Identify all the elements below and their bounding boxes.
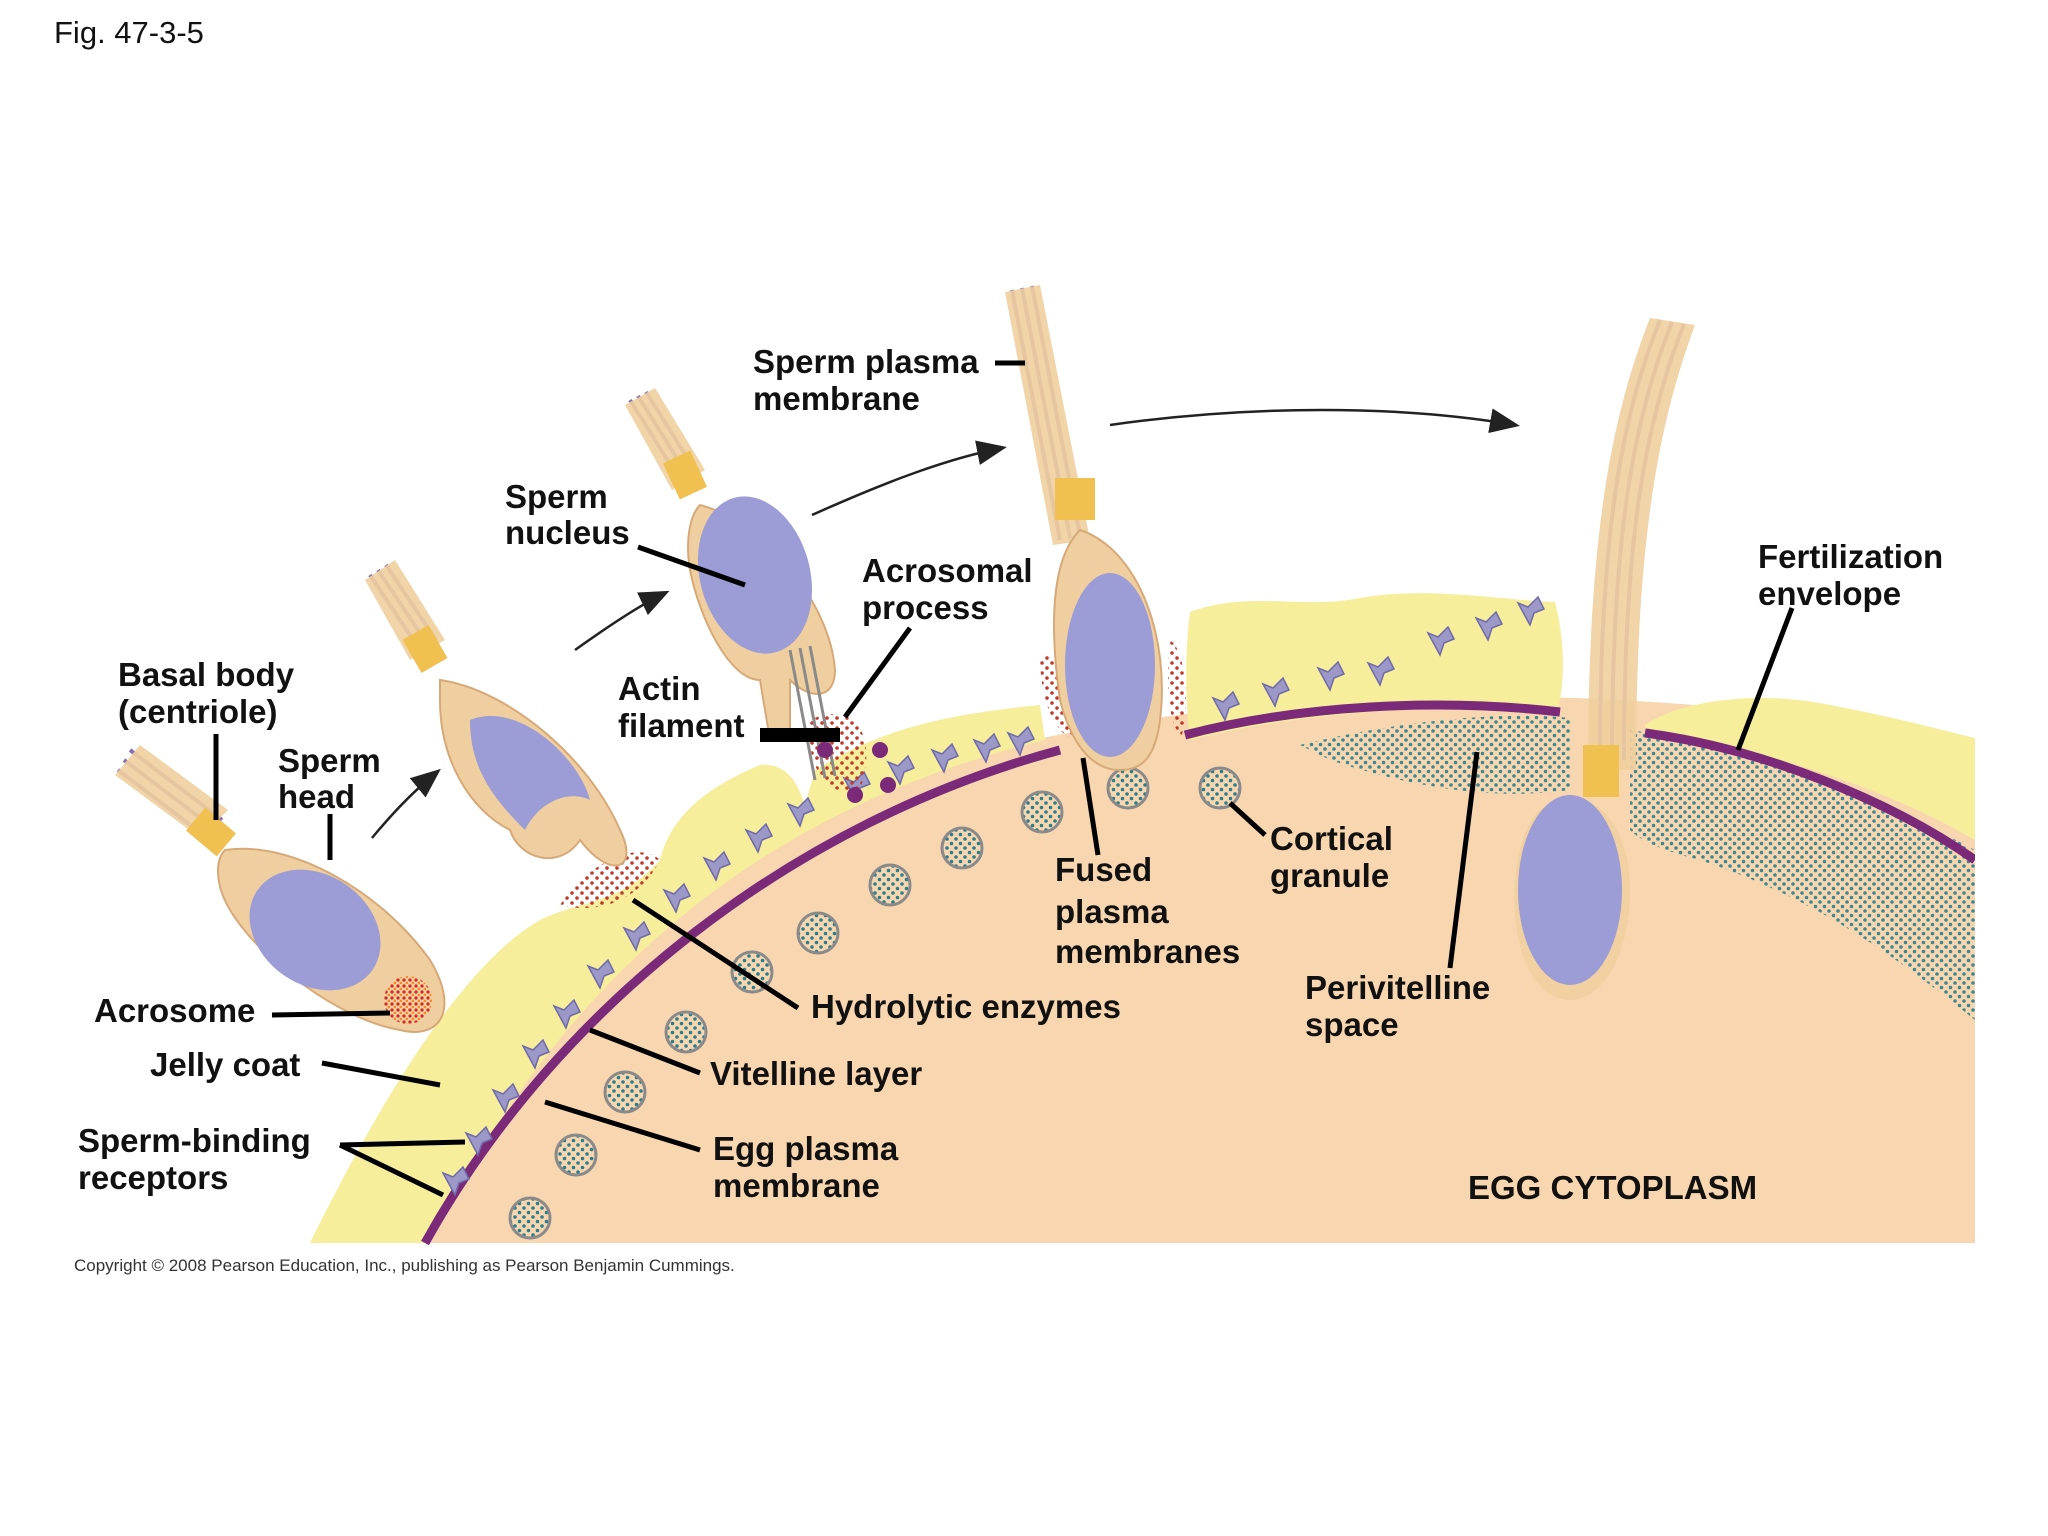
motion-arrow-2 (574, 590, 670, 652)
label-vitelline-layer: Vitelline layer (710, 1055, 922, 1092)
label-basal-body-line1: Basal body (118, 656, 295, 693)
sperm-2 (365, 560, 628, 867)
label-sperm-nucleus-line1: Sperm (505, 478, 608, 515)
sperm-5 (1514, 318, 1695, 1000)
label-basal-body-line2: (centriole) (118, 693, 278, 730)
label-hydrolytic-enzymes: Hydrolytic enzymes (811, 988, 1121, 1025)
perivitelline-space-region (1300, 715, 1570, 794)
label-sperm-plasma-membrane-line1: Sperm plasma (753, 343, 979, 380)
copyright-text: Copyright © 2008 Pearson Education, Inc.… (74, 1256, 735, 1275)
sperm-3 (625, 388, 896, 803)
fused-membrane-segment (1183, 700, 1561, 740)
label-egg-plasma-membrane-line2: membrane (713, 1167, 880, 1204)
label-egg-plasma-membrane-line1: Egg plasma (713, 1130, 899, 1167)
egg-plasma-membrane (421, 745, 1062, 1245)
motion-arrow-3 (811, 440, 1007, 517)
label-fused-plasma-membranes-line1: Fused (1055, 851, 1152, 888)
fertilization-envelope-membrane (1644, 728, 1975, 864)
sperm-4 (1005, 285, 1163, 772)
label-perivitelline-space-line1: Perivitelline (1305, 969, 1490, 1006)
sperm-1 (115, 745, 446, 1033)
sperm-binding-receptors (441, 595, 1546, 1197)
label-fused-plasma-membranes-line3: membranes (1055, 933, 1240, 970)
label-jelly-coat: Jelly coat (150, 1046, 300, 1083)
label-sperm-nucleus-line2: nucleus (505, 514, 630, 551)
label-cortical-granule-line1: Cortical (1270, 820, 1393, 857)
fertilization-envelope-region (1645, 697, 1975, 840)
label-acrosome: Acrosome (94, 992, 255, 1029)
figure-number: Fig. 47-3-5 (54, 15, 204, 50)
label-actin-filament-line1: Actin (618, 670, 701, 707)
label-acrosomal-process-line1: Acrosomal (862, 552, 1033, 589)
label-sperm-head-line1: Sperm (278, 742, 381, 779)
label-fertilization-envelope-line2: envelope (1758, 575, 1901, 612)
label-sperm-binding-receptors-line1: Sperm-binding (78, 1122, 311, 1159)
label-sperm-binding-receptors-line2: receptors (78, 1159, 228, 1196)
label-actin-filament-line2: filament (618, 707, 745, 744)
label-fertilization-envelope-line1: Fertilization (1758, 538, 1943, 575)
label-egg-cytoplasm: EGG CYTOPLASM (1468, 1169, 1757, 1206)
label-cortical-granule-line2: granule (1270, 857, 1389, 894)
label-sperm-head-line2: head (278, 778, 355, 815)
perivitelline-space-right (1630, 730, 1975, 1020)
motion-arrow-4 (1109, 408, 1520, 434)
label-perivitelline-space-line2: space (1305, 1006, 1399, 1043)
motion-arrow-1 (371, 768, 441, 839)
leader-lines (213, 360, 1795, 1198)
label-fused-plasma-membranes-line2: plasma (1055, 893, 1169, 930)
label-sperm-plasma-membrane-line2: membrane (753, 380, 920, 417)
label-acrosomal-process-line2: process (862, 589, 989, 626)
jelly-coat-region (310, 705, 1045, 1243)
